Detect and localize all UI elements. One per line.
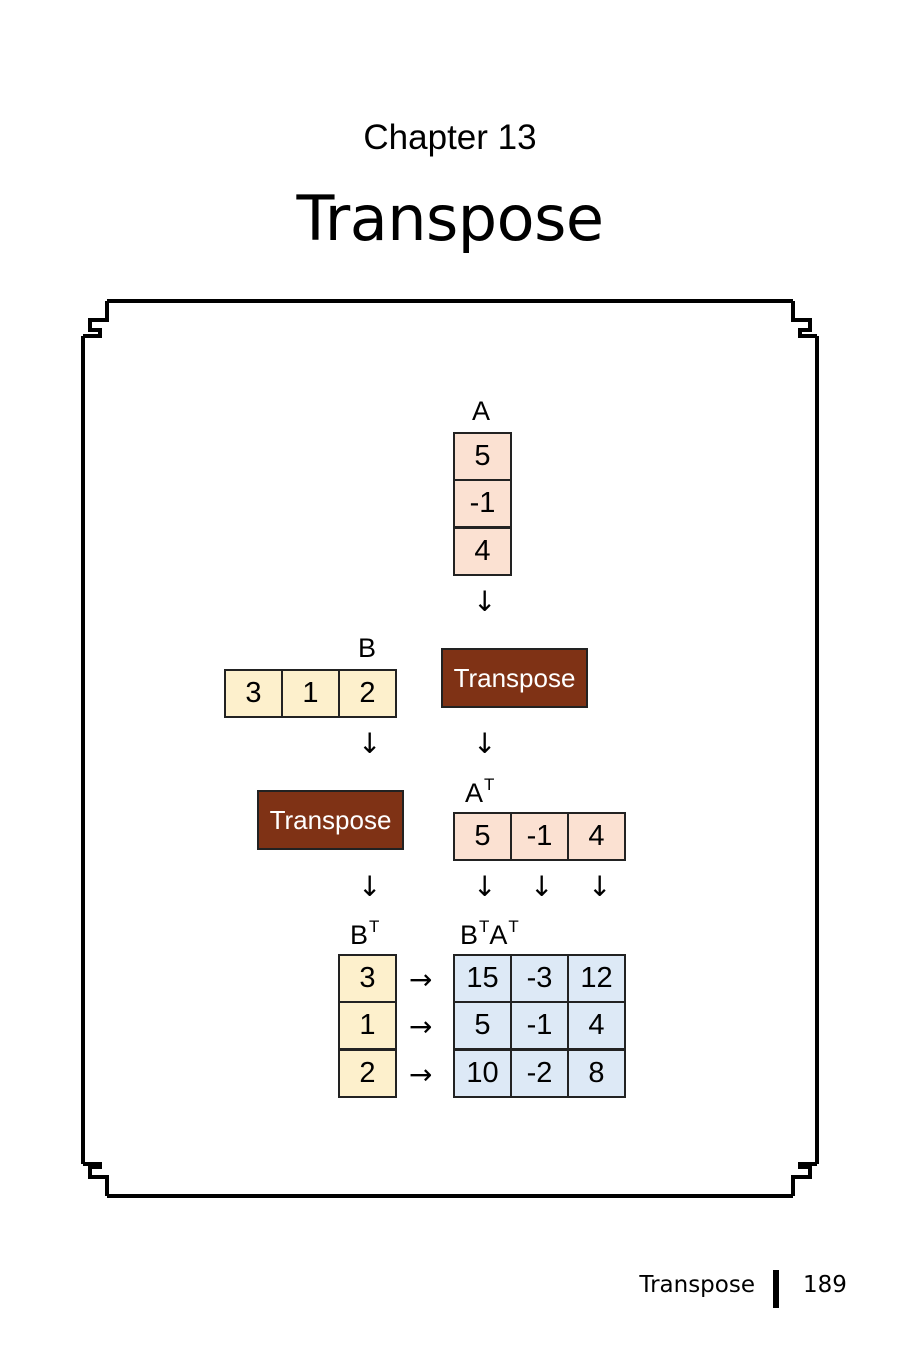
product-cell: -2 (510, 1049, 569, 1098)
product-label-b: B (460, 920, 479, 950)
matrix-at-sup: T (484, 775, 495, 794)
matrix-at-letter: A (465, 778, 484, 808)
chapter-label: Chapter 13 (363, 118, 537, 157)
page-number: 189 (803, 1272, 847, 1298)
product-label: BTAT (460, 918, 519, 950)
arrow-down-icon: ↓ (473, 870, 497, 903)
matrix-bt-cell: 1 (338, 1001, 397, 1050)
arrow-right-icon: → (409, 1058, 433, 1091)
arrow-down-icon: ↓ (473, 585, 497, 618)
matrix-b-cell: 3 (224, 669, 283, 718)
matrix-at-cell: 4 (567, 812, 626, 861)
chapter-title: Transpose (296, 182, 604, 255)
matrix-a-cell: 5 (453, 432, 512, 481)
product-cell: 10 (453, 1049, 512, 1098)
product-cell: -1 (510, 1001, 569, 1050)
matrix-bt-label: BT (350, 918, 379, 950)
matrix-a-label: A (472, 396, 491, 426)
matrix-a-cell: 4 (453, 527, 512, 576)
product-cell: 15 (453, 954, 512, 1003)
product-cell: -3 (510, 954, 569, 1003)
matrix-bt-cell: 3 (338, 954, 397, 1003)
matrix-bt-letter: B (350, 920, 369, 950)
matrix-at-cell: -1 (510, 812, 569, 861)
matrix-at-cell: 5 (453, 812, 512, 861)
product-cell: 12 (567, 954, 626, 1003)
matrix-a-cell: -1 (453, 479, 512, 528)
footer-section-title: Transpose (639, 1272, 755, 1298)
product-cell: 4 (567, 1001, 626, 1050)
arrow-down-icon: ↓ (588, 870, 612, 903)
product-label-a: A (489, 920, 508, 950)
arrow-down-icon: ↓ (358, 870, 382, 903)
arrow-down-icon: ↓ (530, 870, 554, 903)
matrix-b-cell: 2 (338, 669, 397, 718)
matrix-bt-cell: 2 (338, 1049, 397, 1098)
arrow-down-icon: ↓ (473, 727, 497, 760)
arrow-right-icon: → (409, 1010, 433, 1043)
arrow-right-icon: → (409, 963, 433, 996)
product-cell: 8 (567, 1049, 626, 1098)
transpose-b-operation: Transpose (257, 790, 404, 850)
footer-divider (773, 1270, 779, 1308)
matrix-b-label: B (358, 633, 377, 663)
transpose-a-operation: Transpose (441, 648, 588, 708)
product-sup-b: T (479, 917, 490, 936)
product-sup-a: T (508, 917, 519, 936)
matrix-bt-sup: T (369, 917, 380, 936)
arrow-down-icon: ↓ (358, 727, 382, 760)
product-cell: 5 (453, 1001, 512, 1050)
matrix-at-label: AT (465, 776, 494, 808)
matrix-b-cell: 1 (281, 669, 340, 718)
